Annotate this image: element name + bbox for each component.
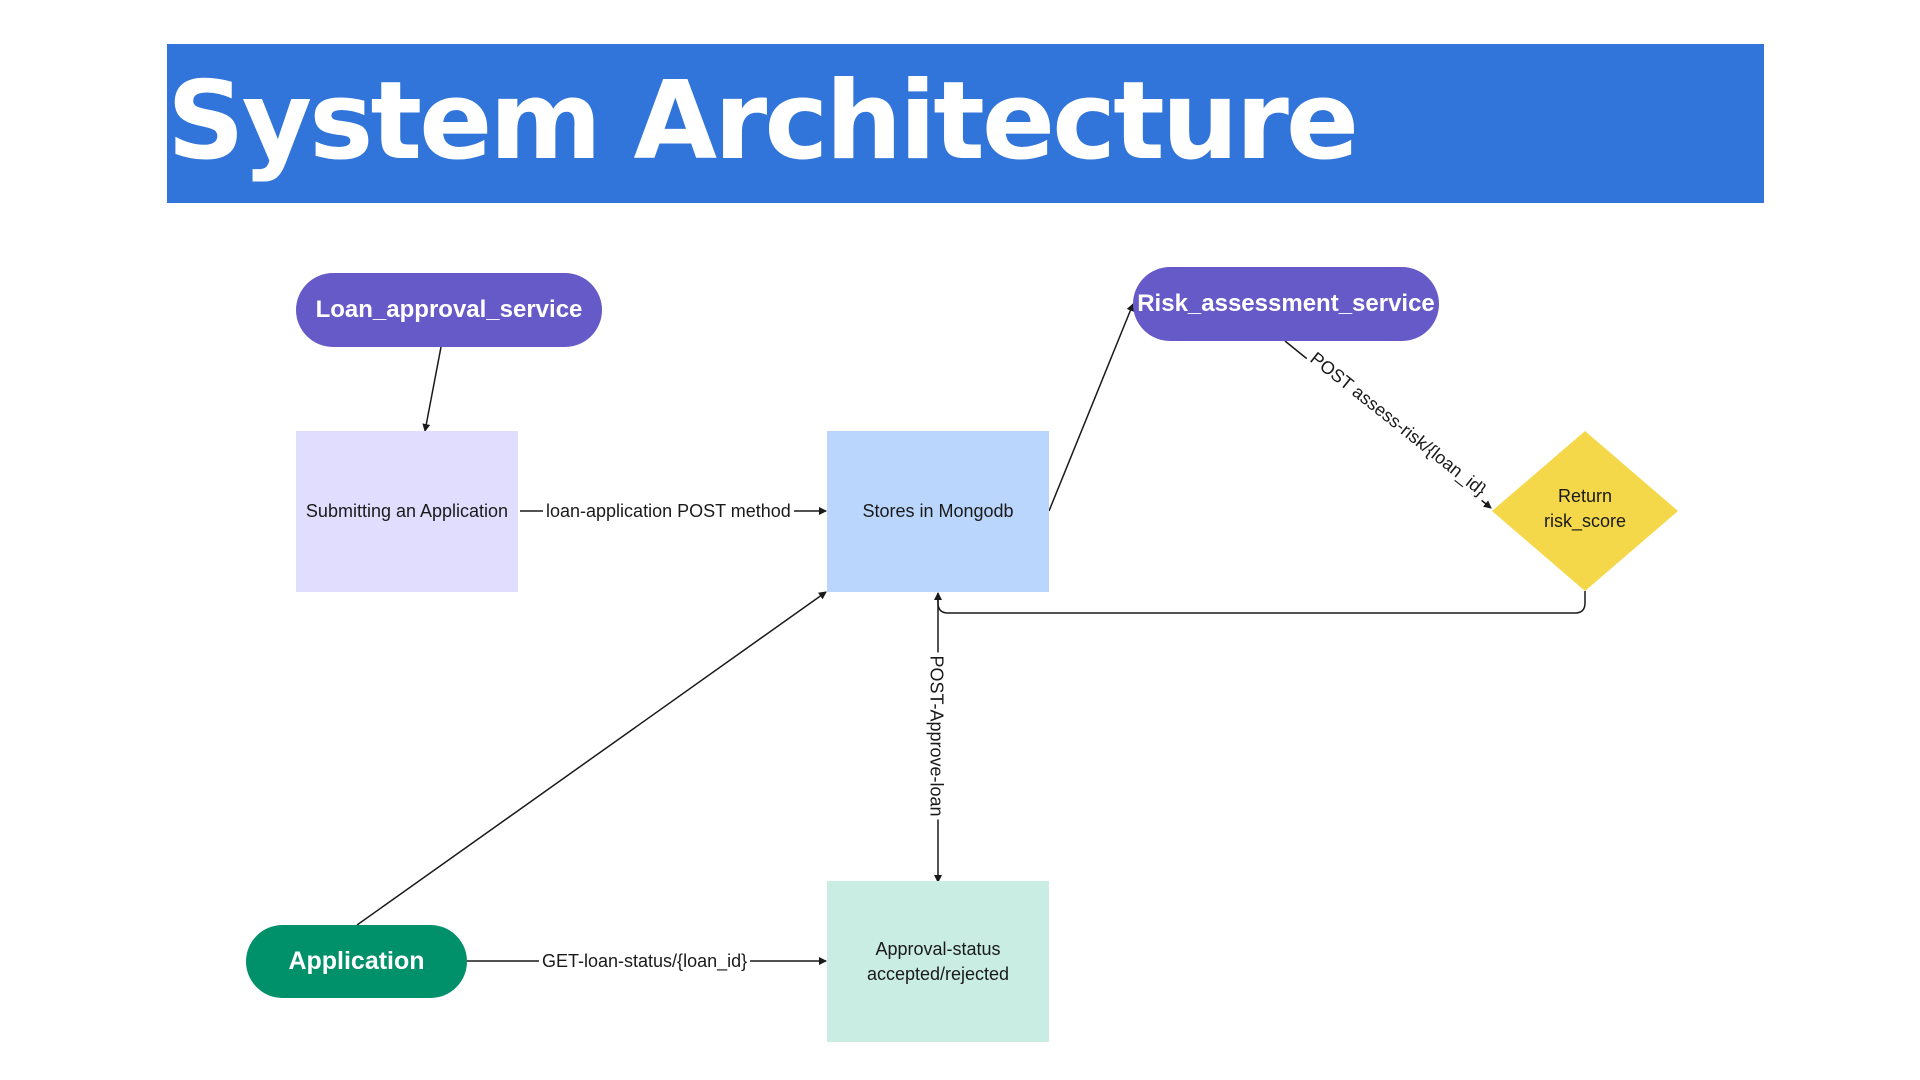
node-label: Loan_approval_service	[315, 296, 583, 323]
edge-label-loan-status: GET-loan-status/{loan_id}	[539, 950, 751, 972]
edge-return-to-stores	[934, 591, 1586, 614]
edge-loan-service-to-submit	[422, 346, 442, 432]
node-label: Stores in Mongodb	[862, 501, 1014, 521]
title-banner: System Architecture	[167, 44, 1764, 203]
node-loan-approval-service[interactable]: Loan_approval_service	[296, 273, 602, 347]
node-label: Risk_assessment_service	[1137, 290, 1435, 317]
node-approval-status[interactable]: Approval-status accepted/rejected	[827, 881, 1049, 1042]
node-label-line2: risk_score	[1543, 511, 1627, 531]
node-label-line1: Return	[1557, 486, 1613, 506]
edge-label-approve-loan: POST-Approve-loan	[925, 652, 948, 820]
node-return-risk-score[interactable]: Return risk_score	[1492, 484, 1678, 544]
edge-label-loan-application: loan-application POST method	[543, 500, 794, 522]
page-title: System Architecture	[167, 59, 1359, 184]
node-application[interactable]: Application	[246, 925, 467, 998]
node-risk-assessment-service[interactable]: Risk_assessment_service	[1133, 267, 1439, 341]
node-label-line2: accepted/rejected	[866, 963, 1010, 984]
node-label-line1: Approval-status	[875, 938, 1001, 959]
node-label: Application	[288, 947, 425, 975]
decision-diamond	[1492, 431, 1678, 591]
node-label: Submitting an Application	[305, 501, 509, 521]
node-stores-in-mongodb[interactable]: Stores in Mongodb	[827, 431, 1049, 592]
edge-application-to-stores	[356, 591, 827, 926]
node-submitting-application[interactable]: Submitting an Application	[296, 431, 518, 592]
edge-stores-to-risk	[1048, 303, 1135, 512]
